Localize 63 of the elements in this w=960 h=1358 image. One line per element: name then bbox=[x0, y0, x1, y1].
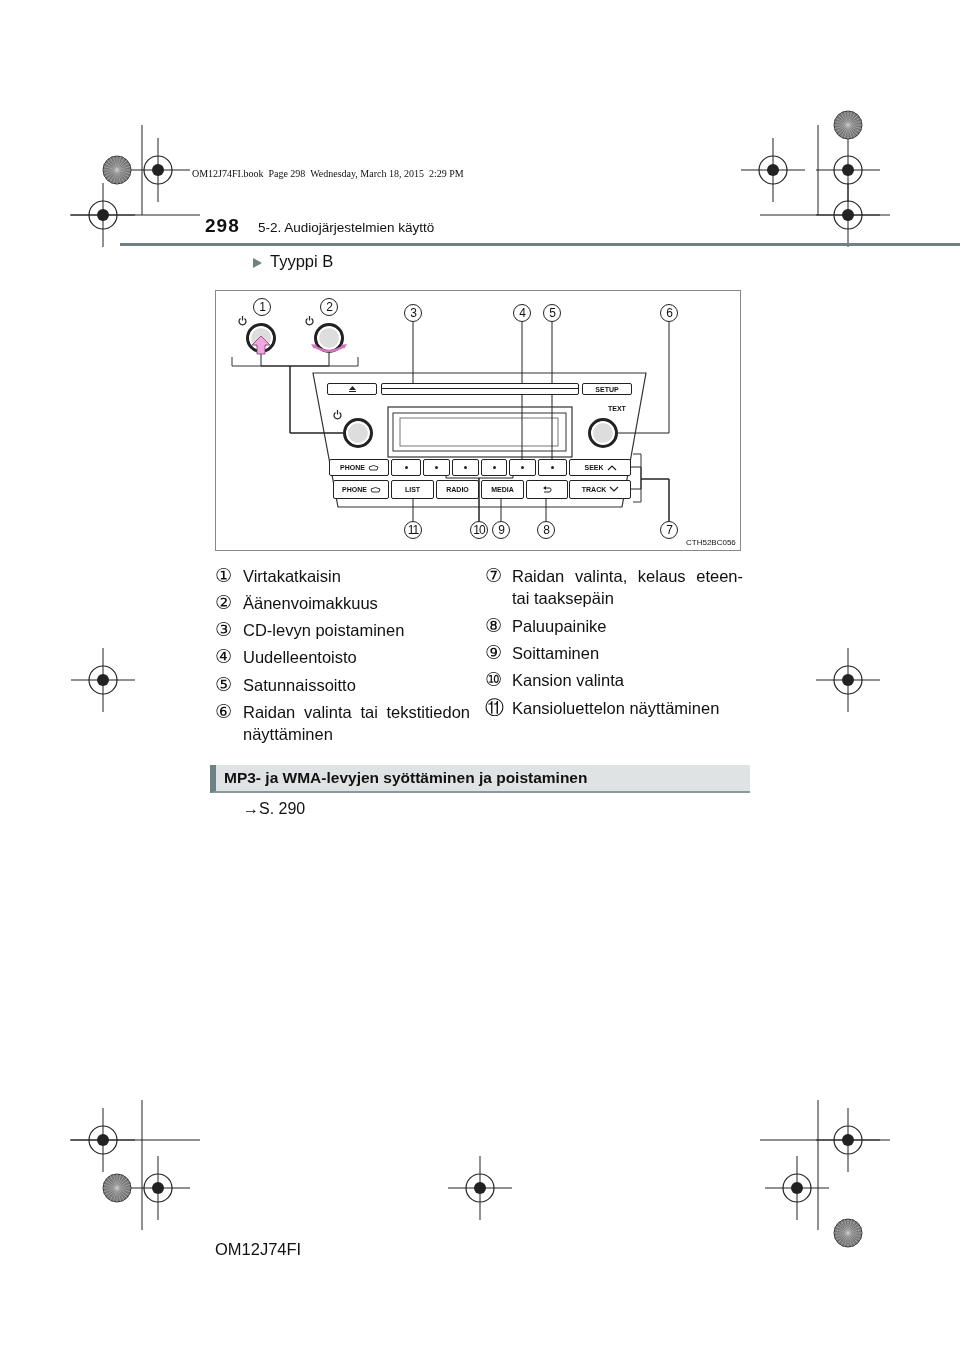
callout-number: 1 bbox=[253, 298, 271, 316]
preset-button bbox=[481, 459, 507, 476]
leader-line bbox=[545, 498, 547, 522]
page-reference: →S. 290 bbox=[243, 800, 306, 818]
leader-line bbox=[478, 475, 514, 522]
preset-button bbox=[538, 459, 567, 476]
list-number: ③ bbox=[215, 617, 233, 642]
list-number: ⑤ bbox=[215, 672, 233, 697]
list-item-text: Kansioluettelon näyttäminen bbox=[512, 698, 721, 719]
list-number: ⑧ bbox=[485, 613, 503, 638]
leader-line bbox=[412, 498, 414, 522]
return-button bbox=[526, 480, 568, 499]
callout-number: 10 bbox=[470, 521, 488, 539]
list-number: ② bbox=[215, 590, 233, 615]
section-heading-bar: MP3- ja WMA-levyjen syöttäminen ja poistaminen bbox=[210, 765, 750, 793]
list-number: ⑪ bbox=[485, 695, 504, 720]
callout-number: 5 bbox=[543, 304, 561, 322]
section-title: 5-2. Audiojärjestelmien käyttö bbox=[258, 220, 435, 235]
list-item-text: Raidan valinta, kelaus eteen- tai taaksepäin bbox=[512, 566, 743, 609]
callout-number: 3 bbox=[404, 304, 422, 322]
knob bbox=[343, 418, 373, 448]
preset-button bbox=[452, 459, 479, 476]
callout-number: 11 bbox=[404, 521, 422, 539]
eject-button bbox=[327, 383, 377, 395]
callout-number: 7 bbox=[660, 521, 678, 539]
callout-number: 9 bbox=[492, 521, 510, 539]
leader-line bbox=[551, 321, 553, 460]
list-item-text: Raidan valinta tai tekstitiedon näyttäminen bbox=[243, 702, 470, 745]
list-item-text: Virtakatkaisin bbox=[243, 566, 342, 587]
list-item-text: Kansion valinta bbox=[512, 670, 625, 691]
callout-number: 2 bbox=[320, 298, 338, 316]
disc-slot bbox=[381, 383, 579, 395]
list-item-text: Uudelleentoisto bbox=[243, 647, 358, 668]
knob bbox=[314, 323, 344, 353]
list-item-text: Satunnaissoitto bbox=[243, 675, 357, 696]
list-number: ① bbox=[215, 563, 233, 588]
subheading: Tyyppi B bbox=[270, 252, 334, 271]
list-number: ⑥ bbox=[215, 699, 233, 724]
preset-button bbox=[423, 459, 450, 476]
list-number: ⑨ bbox=[485, 640, 503, 665]
leader-line bbox=[500, 498, 502, 522]
print-header: OM12J74FI.book Page 298 Wednesday, March 18, 2015 2:29 PM bbox=[192, 168, 464, 179]
page-number: 298 bbox=[205, 215, 240, 237]
list-item-text: Soittaminen bbox=[512, 643, 601, 664]
manual-code: OM12J74FI bbox=[215, 1240, 302, 1259]
callout-number: 8 bbox=[537, 521, 555, 539]
list-item-text: Äänenvoimakkuus bbox=[243, 593, 379, 614]
leader-line bbox=[412, 321, 414, 384]
image-code: CTH52BC056 bbox=[686, 538, 736, 547]
knob bbox=[588, 418, 618, 448]
callout-number: 4 bbox=[513, 304, 531, 322]
list-number: ⑩ bbox=[485, 667, 503, 692]
list-item-text: Paluupainike bbox=[512, 616, 608, 637]
callout-number: 6 bbox=[660, 304, 678, 322]
leader-line bbox=[289, 352, 344, 434]
leader-line bbox=[630, 478, 670, 522]
preset-button bbox=[391, 459, 421, 476]
preset-button bbox=[509, 459, 536, 476]
leader-line bbox=[521, 321, 523, 460]
leader-line bbox=[617, 321, 670, 434]
list-number: ④ bbox=[215, 644, 233, 669]
list-item-text: CD-levyn poistaminen bbox=[243, 620, 406, 641]
list-number: ⑦ bbox=[485, 563, 503, 588]
